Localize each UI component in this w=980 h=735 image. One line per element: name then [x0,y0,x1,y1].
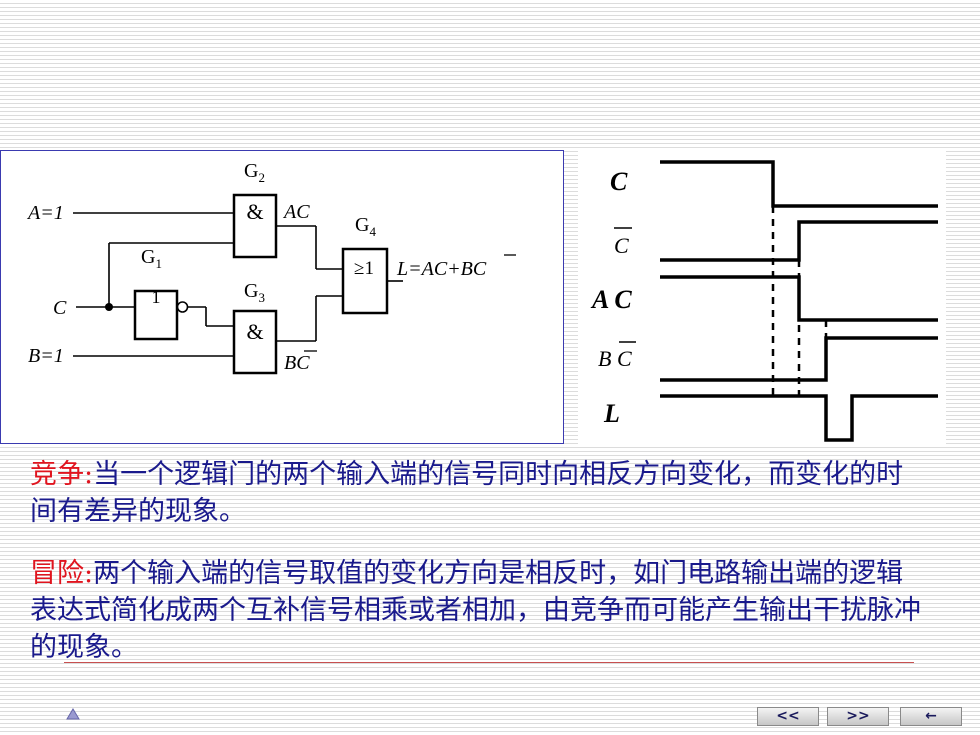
gate-g2 [232,193,278,259]
label-l: L [603,399,620,428]
competition-definition: 竞争:当一个逻辑门的两个输入端的信号同时向相反方向变化，而变化的时间有差异的现象… [30,456,930,530]
g3-symbol: & [246,319,263,344]
triangle-icon [66,708,80,720]
input-c-label: C [53,297,67,319]
label-bc-bar: B C [598,346,632,371]
g4-symbol: ≥1 [354,258,374,279]
input-a-label: A=1 [26,202,64,224]
g3-name: G3 [244,280,265,305]
label-ac: A C [590,285,632,314]
gate-g3 [232,309,278,375]
waveform-c [660,160,938,208]
competition-term: 竞争: [30,459,94,490]
bc-label: BC [284,352,310,374]
g2-name: G2 [244,160,265,185]
hazard-term: 冒险: [30,558,94,589]
gate-g4 [341,247,389,315]
timing-svg: C C A C B C L [590,160,938,442]
ac-label: AC [282,201,310,223]
output-expression: L=AC+BC [396,258,487,280]
g2-symbol: & [246,199,263,224]
gate-g1 [133,289,179,341]
previous-slide-button[interactable]: << [757,707,819,726]
waveform-ac [660,275,938,322]
circuit-diagram: 1 & & ≥1 G1 G2 G3 G4 A=1 C B=1 AC BC L=A… [0,150,564,444]
timing-diagram: C C A C B C L [578,150,946,444]
junction-dot [105,303,113,311]
hazard-definition: 冒险:两个输入端的信号取值的变化方向是相反时，如门电路输出端的逻辑表达式简化成两… [30,555,930,666]
inverter-bubble [176,301,189,313]
g1-name: G1 [141,246,162,271]
waveform-l [660,394,938,442]
g1-symbol: 1 [152,287,161,307]
waveform-c-bar [660,220,938,262]
g4-name: G4 [355,214,376,239]
return-button[interactable]: ← [900,707,962,726]
competition-body: 当一个逻辑门的两个输入端的信号同时向相反方向变化，而变化的时间有差异的现象。 [30,459,904,527]
underline-rule [64,662,914,663]
label-c: C [610,167,628,196]
label-c-bar: C [614,233,629,258]
hazard-body: 两个输入端的信号取值的变化方向是相反时，如门电路输出端的逻辑表达式简化成两个互补… [30,558,921,663]
input-b-label: B=1 [28,345,64,367]
next-slide-button[interactable]: >> [827,707,889,726]
circuit-svg: 1 & & ≥1 G1 G2 G3 G4 A=1 C B=1 AC BC L=A… [26,160,516,375]
